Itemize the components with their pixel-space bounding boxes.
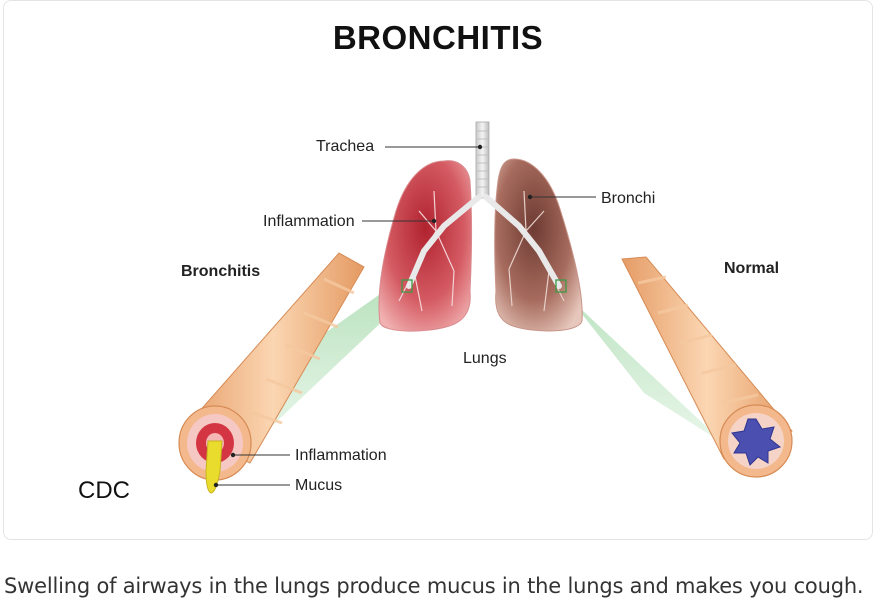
normal-airway-tube — [621, 256, 793, 478]
label-inflammation-tube: Inflammation — [295, 447, 387, 464]
label-bronchi: Bronchi — [601, 190, 656, 207]
label-inflammation-lung: Inflammation — [263, 213, 355, 230]
label-mucus: Mucus — [295, 477, 343, 494]
normal-lung — [494, 158, 583, 332]
leader-lines — [216, 146, 596, 486]
trachea — [406, 121, 562, 289]
label-bronchitis: Bronchitis — [181, 263, 261, 280]
image-caption: Swelling of airways in the lungs produce… — [4, 574, 864, 598]
label-trachea: Trachea — [316, 138, 375, 155]
bronchitis-illustration — [178, 121, 793, 494]
zoom-marker-right — [555, 279, 567, 293]
label-lungs: Lungs — [463, 350, 507, 367]
zoom-marker-left — [401, 279, 413, 293]
diagram-title: BRONCHITIS — [332, 19, 544, 56]
diagram-card: BRONCHITIS Trachea Bronchi Inflammation … — [3, 0, 873, 540]
bronchitis-airway-tube — [178, 252, 365, 494]
label-normal: Normal — [724, 260, 780, 277]
mucus-drip — [205, 440, 223, 494]
source-credit: CDC — [78, 477, 130, 504]
